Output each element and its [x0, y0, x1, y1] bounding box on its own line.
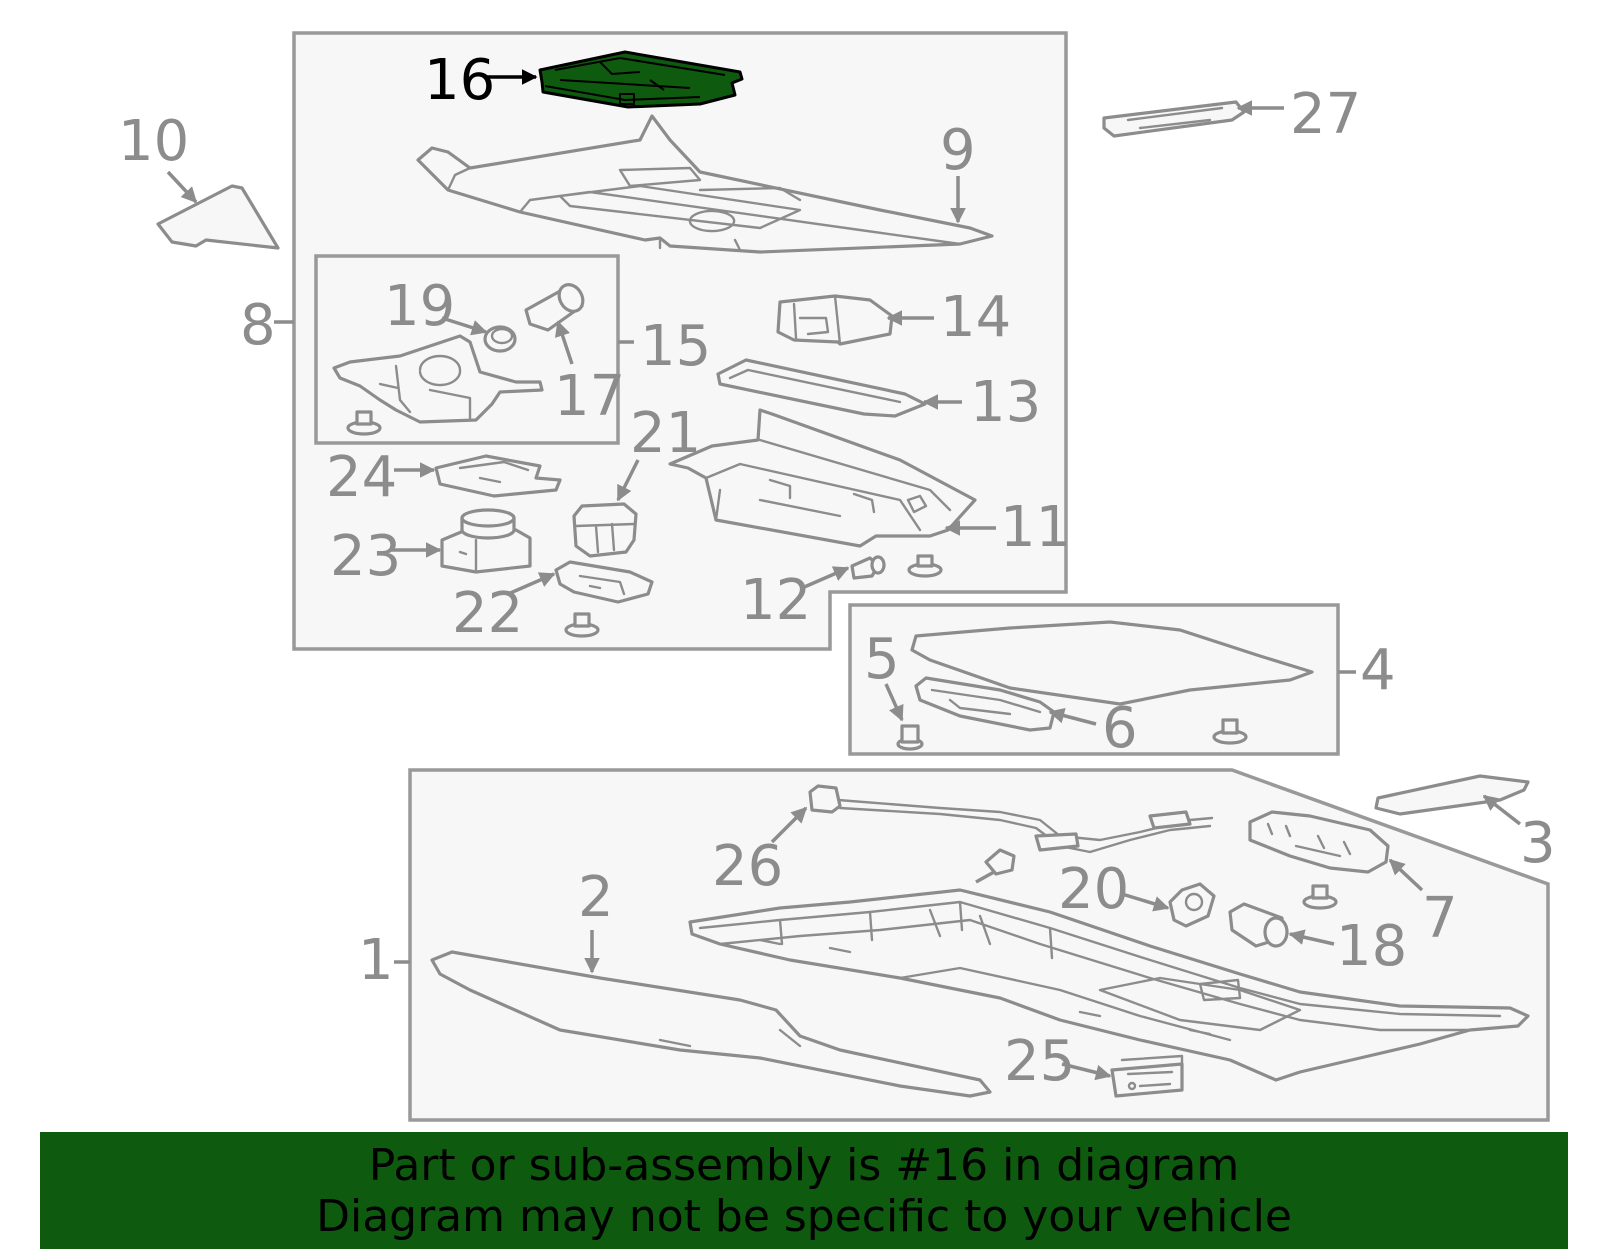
callout-15: 15 — [640, 314, 711, 379]
callout-9: 9 — [940, 118, 976, 183]
screw-group-4 — [1212, 718, 1248, 745]
part-24 — [434, 454, 562, 498]
part-16-highlighted[interactable] — [538, 50, 744, 109]
info-banner: Part or sub-assembly is #16 in diagram D… — [40, 1132, 1568, 1249]
part-3 — [1374, 774, 1530, 816]
callout-18: 18 — [1336, 914, 1407, 979]
screw-lower-left — [564, 612, 600, 638]
callout-7: 7 — [1422, 886, 1458, 951]
callout-1: 1 — [358, 928, 394, 993]
screw-15 — [346, 410, 382, 436]
callout-6: 6 — [1102, 696, 1138, 761]
callout-5: 5 — [864, 627, 900, 692]
part-27 — [1102, 100, 1246, 138]
part-23 — [440, 508, 532, 574]
callout-27: 27 — [1290, 82, 1361, 147]
bolt-26 — [975, 848, 1016, 884]
callout-8: 8 — [240, 293, 276, 358]
leader-lines — [166, 69, 1522, 1081]
part-7 — [1248, 810, 1390, 874]
callout-22: 22 — [452, 581, 523, 646]
part-17 — [524, 283, 585, 332]
callout-13: 13 — [970, 370, 1041, 435]
part-22 — [554, 560, 654, 604]
screw-7 — [1302, 884, 1338, 910]
banner-line-1: Part or sub-assembly is #16 in diagram — [368, 1140, 1240, 1191]
callout-12: 12 — [740, 568, 811, 633]
part-14 — [776, 294, 894, 346]
callout-20: 20 — [1058, 857, 1129, 922]
part-1-lower-console — [688, 888, 1530, 1082]
callout-3: 3 — [1520, 811, 1556, 876]
part-10 — [156, 184, 280, 250]
callout-4: 4 — [1360, 638, 1396, 703]
part-4-lid — [910, 620, 1314, 706]
part-2-trim — [430, 950, 992, 1098]
callout-24: 24 — [326, 445, 397, 510]
callout-19: 19 — [384, 274, 455, 339]
part-21 — [572, 502, 638, 558]
callout-10: 10 — [118, 109, 189, 174]
callout-11: 11 — [1000, 495, 1071, 560]
callout-25: 25 — [1004, 1029, 1075, 1094]
callout-17: 17 — [554, 364, 625, 429]
part-9-upper-panel — [416, 114, 994, 254]
callout-23: 23 — [330, 524, 401, 589]
callout-2: 2 — [578, 865, 614, 930]
callout-16: 16 — [424, 48, 495, 113]
part-19 — [483, 325, 517, 353]
screw-upper-right — [907, 554, 943, 578]
callout-14: 14 — [940, 285, 1011, 350]
part-5 — [896, 724, 924, 751]
part-20 — [1168, 882, 1216, 928]
part-15-bracket — [332, 334, 544, 424]
banner-line-2: Diagram may not be specific to your vehi… — [316, 1191, 1292, 1242]
part-12 — [850, 555, 886, 580]
part-26-harness — [808, 784, 1214, 854]
part-25 — [1110, 1054, 1184, 1098]
callout-21: 21 — [630, 401, 701, 466]
callout-26: 26 — [712, 834, 783, 899]
part-18 — [1228, 902, 1289, 948]
